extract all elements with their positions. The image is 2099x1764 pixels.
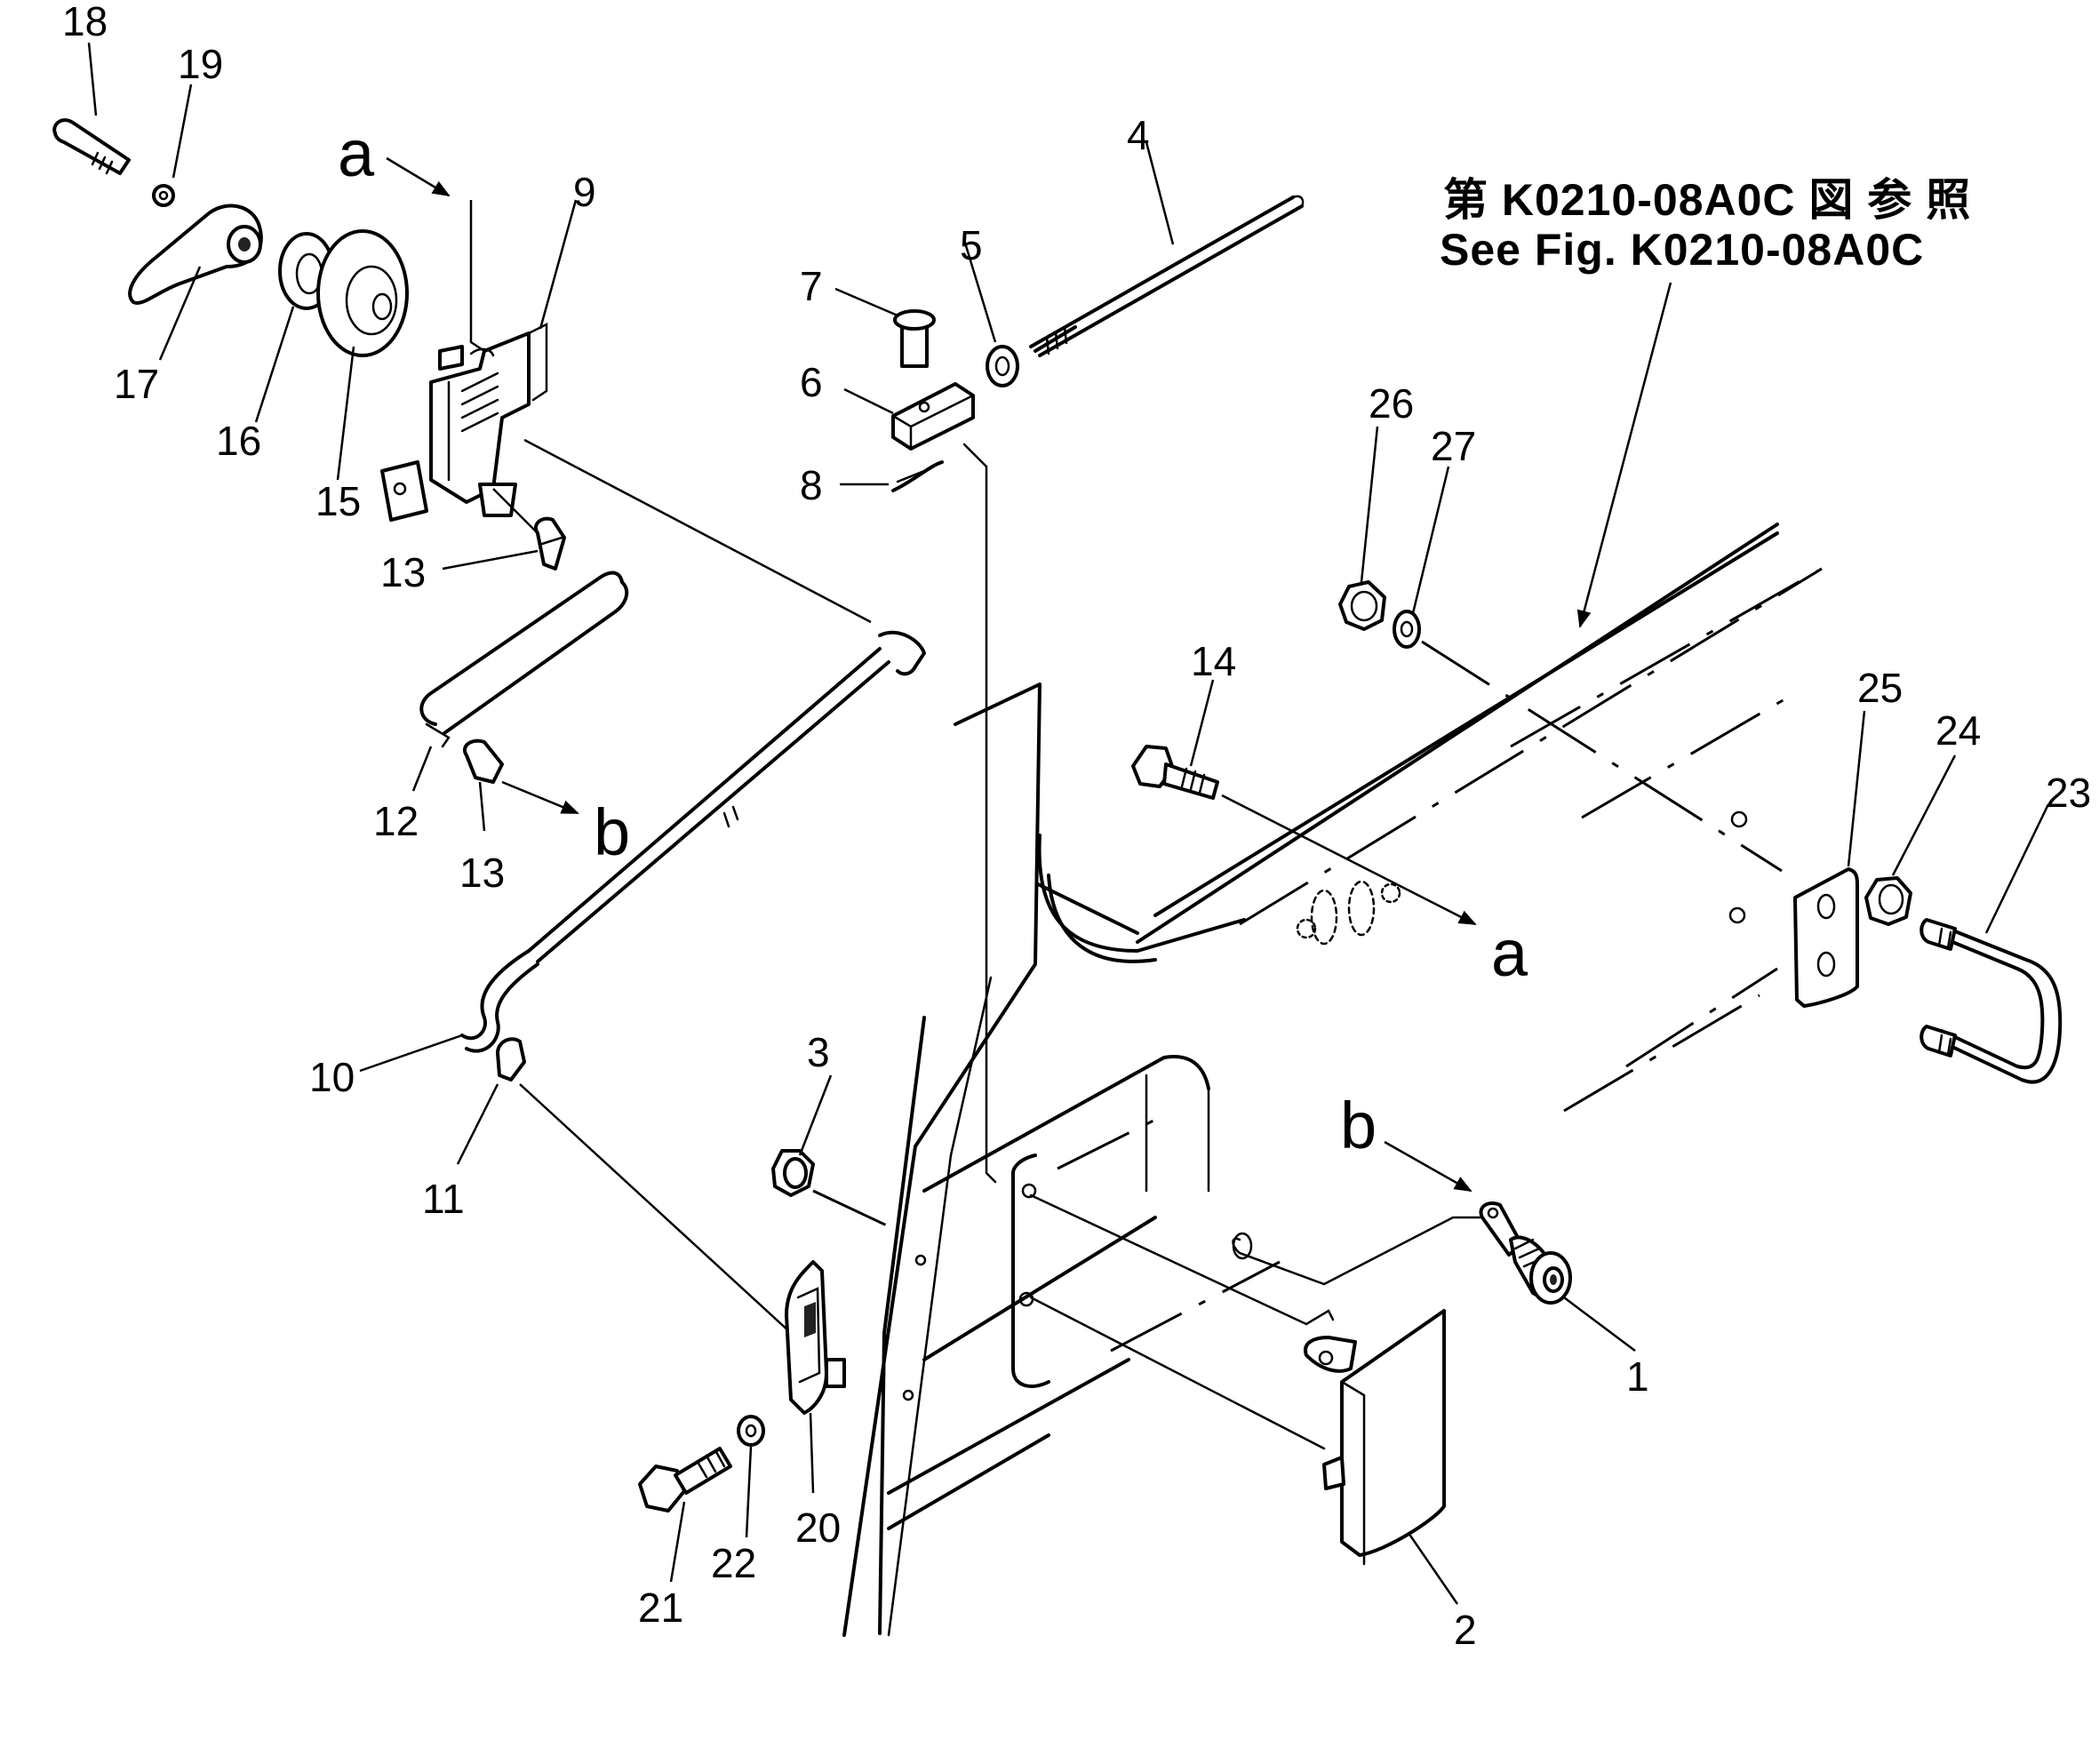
reference-jp: 第 K0210-08A0C 図 参 照 [1443,175,1971,225]
part-nut-26 [1338,580,1386,631]
callout-5: 5 [960,222,983,268]
part-rod-10 [460,630,926,1053]
callout-15: 15 [315,478,361,524]
callout-14: 14 [1191,638,1236,684]
connection-ring [1296,880,1401,946]
callout-20: 20 [795,1505,841,1551]
marker-b-right: b [1340,1089,1377,1162]
callout-17: 17 [114,361,159,407]
part-washer-22 [737,1415,765,1447]
callout-3: 3 [807,1029,830,1075]
part-bolt-18 [52,118,131,175]
part-nut-3 [771,1149,815,1197]
callout-2: 2 [1454,1607,1477,1653]
callout-9: 9 [573,169,596,215]
callout-4: 4 [1127,112,1150,158]
callout-26: 26 [1369,380,1414,427]
callout-6: 6 [800,359,823,405]
callout-27: 27 [1431,423,1476,469]
part-key-lock-1 [1479,1201,1572,1305]
callout-24: 24 [1935,707,1981,754]
part-clip-11 [496,1037,526,1082]
part-nut-5 [986,345,1019,387]
part-rod [1029,195,1305,357]
part-bolt-21 [638,1447,732,1513]
marker-a-top: a [338,116,375,190]
callout-1: 1 [1626,1353,1649,1400]
part-bolt-14 [1131,745,1219,800]
callout-13-upper: 13 [380,549,426,595]
part-latch-9 [380,291,548,522]
part-washer-27 [1393,610,1421,649]
callout-11: 11 [422,1176,465,1222]
view-markers: a b a b [338,116,1528,1162]
part-u-bolt-23 [1919,918,2063,1084]
callout-21: 21 [638,1584,683,1631]
part-escutcheon-15 [316,229,409,357]
callout-numbers: 18 19 17 16 15 9 13 12 13 10 11 4 5 7 6 … [62,0,2091,1653]
part-plate-25 [1793,867,1859,1008]
callout-25: 25 [1857,665,1903,711]
leader-lines [87,42,2050,1605]
callout-8: 8 [800,462,823,508]
part-washer-19 [152,184,175,207]
marker-a-right: a [1491,916,1528,990]
callout-7: 7 [800,263,823,309]
part-handle-17 [128,204,263,305]
callout-16: 16 [216,418,261,464]
part-rod-12 [419,571,629,748]
callout-18: 18 [62,0,108,44]
part-pin-7 [893,309,936,368]
part-nut-24 [1864,876,1912,926]
part-latch-20 [785,1260,846,1415]
callout-23: 23 [2046,770,2091,816]
figure-reference-note: 第 K0210-08A0C 図 参 照 See Fig. K0210-08A0C [1440,175,1971,628]
callout-10: 10 [309,1054,355,1100]
part-clip-13-lower [463,738,504,784]
callout-22: 22 [711,1540,756,1586]
part-plate-2 [1304,1309,1446,1566]
cab-frame [842,523,1823,1637]
part-clip-8 [891,460,944,492]
reference-en: See Fig. K0210-08A0C [1440,225,1924,275]
part-cam-rod [1232,1216,1481,1286]
callout-13-lower: 13 [459,850,505,896]
part-clip-13-upper [534,516,566,571]
marker-b-left: b [594,795,630,869]
callout-19: 19 [178,41,223,87]
part-block-6 [891,382,975,451]
callout-12: 12 [373,798,419,844]
